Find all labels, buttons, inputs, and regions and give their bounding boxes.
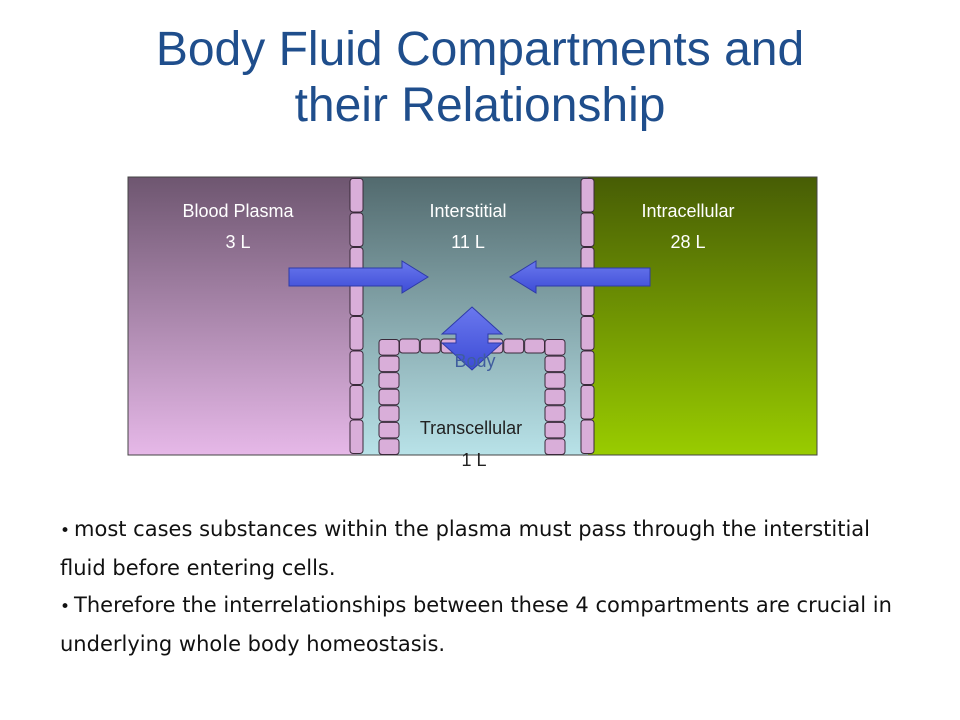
membrane-segment bbox=[378, 355, 400, 373]
membrane-segment bbox=[349, 281, 364, 316]
plasma-compartment bbox=[128, 177, 357, 455]
membrane-segment bbox=[580, 316, 595, 351]
membrane-segment bbox=[544, 355, 566, 373]
membrane-segment bbox=[378, 372, 400, 389]
cell-membrane bbox=[580, 178, 595, 454]
bullet-item: •most cases substances within the plasma… bbox=[60, 511, 920, 587]
membrane-segment bbox=[419, 338, 441, 354]
interstitial-name: Interstitial bbox=[429, 201, 506, 221]
membrane-segment bbox=[378, 388, 400, 406]
membrane-segment bbox=[378, 339, 400, 356]
transcellular-volume: 1 L bbox=[461, 450, 486, 470]
bullet-text: Therefore the interrelationships between… bbox=[60, 593, 892, 656]
plasma-name: Blood Plasma bbox=[182, 201, 294, 221]
membrane-segment bbox=[580, 350, 595, 385]
membrane-segment bbox=[580, 385, 595, 420]
membrane-segment bbox=[349, 316, 364, 351]
membrane-segment bbox=[349, 178, 364, 213]
transcellular-double-arrow bbox=[440, 306, 504, 371]
intracellular-compartment bbox=[588, 177, 817, 455]
title-line-1: Body Fluid Compartments and bbox=[155, 23, 805, 76]
membrane-segment bbox=[580, 419, 595, 454]
membrane-segment bbox=[524, 338, 546, 354]
membrane-segment bbox=[544, 339, 566, 356]
bullet-dot-icon: • bbox=[60, 521, 71, 541]
bullet-list: •most cases substances within the plasma… bbox=[60, 511, 920, 663]
membrane-segment bbox=[378, 438, 400, 455]
membrane-segment bbox=[544, 405, 566, 422]
intracellular-to-interstitial-arrow bbox=[509, 260, 651, 294]
membrane-segment bbox=[378, 405, 400, 422]
membrane-segment bbox=[544, 421, 566, 439]
fluid-compartment-diagram: Blood Plasma 3 L Interstitial 11 L Intra… bbox=[127, 176, 818, 470]
membrane-segment bbox=[503, 338, 525, 354]
membrane-segment bbox=[544, 372, 566, 389]
bullet-item: •Therefore the interrelationships betwee… bbox=[60, 587, 920, 663]
membrane-segment bbox=[580, 178, 595, 213]
membrane-segment bbox=[349, 419, 364, 454]
membrane-segment bbox=[349, 385, 364, 420]
plasma-volume: 3 L bbox=[225, 232, 250, 252]
plasma-to-interstitial-arrow bbox=[288, 260, 429, 294]
membrane-segment bbox=[580, 281, 595, 316]
membrane-segment bbox=[399, 338, 420, 354]
plasma-membrane bbox=[349, 178, 364, 454]
diagram-border bbox=[127, 176, 818, 456]
membrane-segment bbox=[349, 212, 364, 247]
membrane-segment bbox=[544, 388, 566, 406]
membrane-segment bbox=[378, 421, 400, 439]
intracellular-name: Intracellular bbox=[641, 201, 734, 221]
transcellular-name: Transcellular bbox=[420, 418, 522, 438]
intracellular-volume: 28 L bbox=[670, 232, 705, 252]
body-label: Body bbox=[454, 351, 495, 371]
membrane-segment bbox=[544, 438, 566, 455]
slide-title: Body Fluid Compartments and their Relati… bbox=[0, 22, 960, 134]
interstitial-volume: 11 L bbox=[451, 232, 485, 252]
title-line-2: their Relationship bbox=[294, 79, 666, 132]
membrane-segment bbox=[349, 350, 364, 385]
membrane-segment bbox=[580, 212, 595, 247]
bullet-text: most cases substances within the plasma … bbox=[60, 517, 870, 580]
bullet-dot-icon: • bbox=[60, 597, 71, 617]
